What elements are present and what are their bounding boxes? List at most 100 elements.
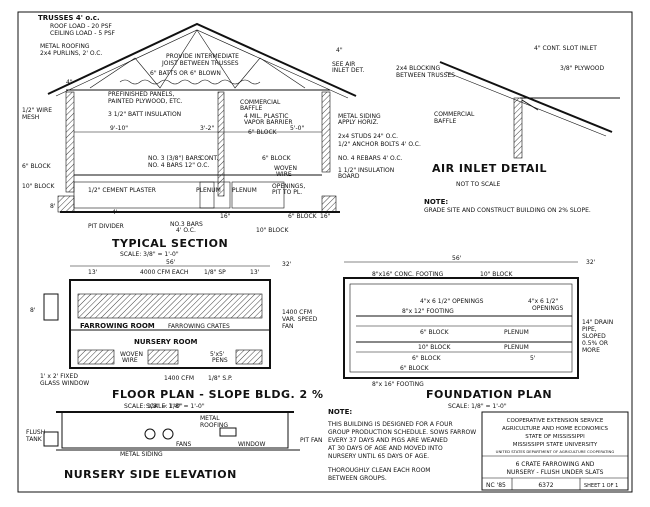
label-no3-bars-1: NO.3 BARS (170, 221, 203, 228)
nursery-pen-1 (77, 349, 115, 365)
foundation-dim-5: 5' (530, 355, 536, 362)
label-bars-2: NO. 4 BARS 12" O.C. (148, 162, 209, 169)
label-comm-baffle-1: COMMERCIAL (240, 99, 281, 106)
label-cement-plaster: 1/2" CEMENT PLASTER (88, 187, 156, 194)
label-rebars: NO. 4 REBARS 4' O.C. (338, 155, 403, 162)
nursery-pen-3 (235, 349, 263, 365)
section-right-footing (321, 195, 337, 213)
label-openings-2: PIT TO PL. (272, 189, 302, 196)
floor-pens-1: 5'x5' (210, 351, 225, 358)
tb-num-2: 6372 (538, 482, 553, 489)
floor-dim-13a: 13' (88, 269, 98, 276)
label-insul-board-2: BOARD (338, 173, 360, 180)
dim-4b: 4" (66, 79, 73, 86)
tb-univ: MISSISSIPPI STATE UNIVERSITY (513, 442, 598, 448)
label-woven-1: WOVEN (274, 165, 297, 172)
label-metal-siding-1: METAL SIDING (338, 113, 381, 120)
foundation-plenum-a: PLENUM (504, 329, 529, 336)
section-left-footing (57, 195, 75, 213)
label-metal-roofing: METAL ROOFING (40, 43, 90, 50)
inlet-rafter (445, 71, 607, 137)
floor-fan-top-sp: 1/8" SP (204, 269, 226, 276)
foundation-dim-56: 56' (452, 255, 462, 262)
label-block-6c: 6" BLOCK (22, 163, 52, 170)
floor-fan-bottom-sp: 1/8" S.P. (208, 375, 233, 382)
label-pit-divider: PIT DIVIDER (88, 223, 124, 230)
label-trusses: TRUSSES 4' o.c. (38, 14, 100, 22)
inlet-title: AIR INLET DETAIL (432, 162, 547, 175)
tb-sheet: SHEET 1 OF 1 (584, 483, 618, 489)
label-cont: CONT. (200, 155, 218, 162)
section-pit-left (73, 181, 215, 209)
section-batts (119, 79, 261, 85)
label-comm-baffle-2: BAFFLE (240, 105, 262, 112)
elevation-flush-2: TANK (25, 436, 43, 443)
dim-16a: 16" (220, 213, 231, 220)
label-ceiling-load: CEILING LOAD - 5 PSF (50, 30, 116, 37)
foundation-openings-1: 4"x 6 1/2" OPENINGS (420, 298, 484, 305)
label-joist: JOIST BETWEEN TRUSSES (161, 60, 239, 67)
label-vapor-1: 4 MIL. PLASTIC (244, 113, 288, 120)
note-line-5: NURSERY UNTIL 65 DAYS OF AGE. (328, 453, 429, 460)
farrowing-crates-label: FARROWING CRATES (168, 323, 230, 330)
foundation-inner (349, 283, 573, 373)
label-metal-siding-2: APPLY HORIZ. (338, 119, 379, 126)
floor-dim-13b: 13' (250, 269, 260, 276)
inlet-plywood-label: 3/8" PLYWOOD (560, 65, 605, 72)
foundation-dim-32: 32' (586, 259, 596, 266)
label-wire-mesh-1: 1/2" WIRE (22, 107, 52, 114)
foundation-block-10b: 10" BLOCK (418, 344, 451, 351)
elevation-scale: SCALE: 1/8" = 1'-0" (124, 403, 183, 410)
section-right-wall (321, 91, 331, 173)
foundation-title: FOUNDATION PLAN (426, 388, 552, 401)
elevation-fan-1 (144, 428, 156, 440)
foundation-block-10-top: 10" BLOCK (480, 271, 513, 278)
inlet-subtitle: NOT TO SCALE (456, 181, 501, 188)
label-wire-mesh-2: MESH (22, 114, 39, 121)
floor-fan-3: FAN (282, 323, 294, 330)
elevation-title: NURSERY SIDE ELEVATION (64, 468, 237, 481)
tb-dept: AGRICULTURE AND HOME ECONOMICS (502, 426, 609, 432)
floor-title: FLOOR PLAN - SLOPE BLDG. 2 % (112, 388, 324, 401)
elevation-window-label: WINDOW (238, 441, 266, 448)
floor-fan-2: VAR. SPEED (282, 316, 318, 323)
label-roof-load: ROOF LOAD - 20 PSF (50, 23, 112, 30)
note-line-3: EVERY 37 DAYS AND PIGS ARE WEANED (328, 437, 448, 444)
elevation-metal-siding: METAL SIDING (120, 451, 163, 458)
dim-4a: 4" (336, 47, 343, 54)
label-block-6d: 6" BLOCK (288, 213, 318, 220)
floor-fan-1: 1400 CFM (282, 309, 312, 316)
label-batt-insul: 3 1/2" BATT INSULATION (108, 111, 181, 118)
foundation-plan: 56' 32' 8"x16" CONC. FOOTING 10" BLOCK 4… (343, 255, 613, 410)
elevation-metal-roofing-2: ROOFING (200, 422, 228, 429)
label-openings-1: OPENINGS, (272, 183, 305, 190)
label-see-air-1: SEE AIR (332, 61, 355, 68)
floor-fixed-1: 1' x 2' FIXED (40, 373, 78, 380)
foundation-drain-5: MORE (582, 347, 600, 354)
foundation-drain-3: SLOPED (582, 333, 606, 340)
nursery-pen-2 (147, 349, 179, 365)
floor-dim-8: 8' (30, 307, 36, 314)
foundation-drain-4: 0.5% OR (582, 340, 608, 347)
title-block: COOPERATIVE EXTENSION SERVICE AGRICULTUR… (481, 411, 629, 491)
label-no3-bars-2: 4' O.C. (176, 227, 196, 234)
inlet-blocking-2: BETWEEN TRUSSES (396, 72, 455, 79)
label-purlins: 2x4 PURLINS, 2' O.C. (40, 50, 102, 57)
inlet-note-text: GRADE SITE AND CONSTRUCT BUILDING ON 2% … (424, 207, 591, 214)
label-woven-2: WIRE (276, 171, 292, 178)
elevation-fan-2 (162, 428, 174, 440)
note-clean-1: THOROUGHLY CLEAN EACH ROOM (327, 467, 430, 474)
label-provide: PROVIDE INTERMEDIATE (166, 53, 239, 60)
tb-service: COOPERATIVE EXTENSION SERVICE (507, 418, 604, 424)
tb-num-1: NC '85 (486, 482, 506, 489)
label-block-6b: 6" BLOCK (262, 155, 292, 162)
section-scale: SCALE: 3/8" = 1'-0" (120, 251, 179, 258)
section-roof-line (47, 22, 357, 97)
floor-fan-top: 4000 CFM EACH (140, 269, 188, 276)
foundation-drain-2: PIPE, (582, 326, 597, 333)
dim-9-10: 9'-10" (110, 125, 128, 132)
inlet-roof (439, 61, 613, 133)
label-panels: PREFINISHED PANELS, (108, 91, 174, 98)
